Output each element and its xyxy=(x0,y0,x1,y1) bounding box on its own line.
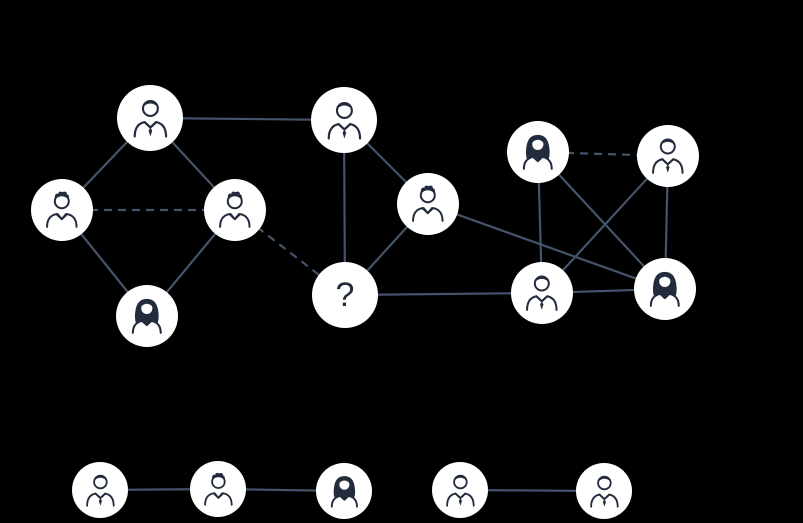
person-node-a3 xyxy=(31,179,93,241)
person-node-b3 xyxy=(316,463,372,519)
young-man-icon xyxy=(203,472,233,506)
person-node-a11 xyxy=(634,258,696,320)
businessman-icon xyxy=(327,101,361,140)
woman-icon xyxy=(330,475,358,508)
businessman-icon xyxy=(589,475,619,508)
businessman-icon xyxy=(85,474,115,507)
person-node-a5 xyxy=(397,173,459,235)
person-node-a8 xyxy=(116,285,178,347)
woman-icon xyxy=(650,272,680,308)
person-node-a4 xyxy=(204,179,266,241)
person-node-a10 xyxy=(511,262,573,324)
young-man-icon xyxy=(219,191,251,229)
person-node-a2 xyxy=(311,87,377,153)
person-node-a6 xyxy=(507,121,569,183)
businessman-icon xyxy=(445,474,475,507)
young-man-icon xyxy=(46,191,78,229)
young-man-icon xyxy=(412,185,444,223)
person-node-a1 xyxy=(117,85,183,151)
businessman-icon xyxy=(526,275,558,312)
person-node-b4 xyxy=(432,462,488,518)
woman-icon xyxy=(132,299,162,335)
person-node-a7 xyxy=(637,125,699,187)
relationship-edge-a5-a11 xyxy=(427,202,666,291)
woman-icon xyxy=(523,135,553,171)
question-mark-label: ? xyxy=(335,276,355,314)
person-node-b2 xyxy=(190,461,246,517)
businessman-icon xyxy=(133,99,167,138)
businessman-icon xyxy=(652,138,684,175)
person-node-b5 xyxy=(576,463,632,519)
unknown-person-node: ? xyxy=(312,262,378,328)
person-node-b1 xyxy=(72,462,128,518)
